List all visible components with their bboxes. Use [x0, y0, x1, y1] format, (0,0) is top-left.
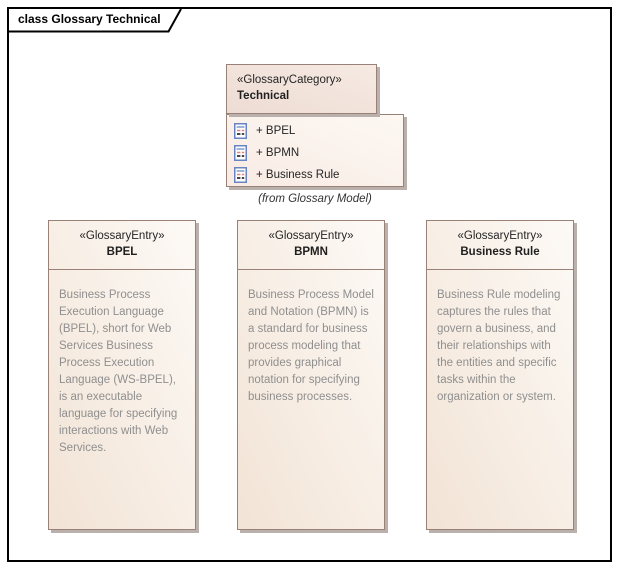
entry-header: «GlossaryEntry» BPEL	[49, 221, 195, 270]
glossary-category-header[interactable]: «GlossaryCategory» Technical	[226, 64, 377, 114]
entry-header: «GlossaryEntry» BPMN	[238, 221, 384, 270]
entry-header: «GlossaryEntry» Business Rule	[427, 221, 573, 270]
glossary-entry-bpel[interactable]: «GlossaryEntry» BPEL Business Process Ex…	[48, 220, 196, 530]
entry-stereotype: «GlossaryEntry»	[457, 230, 543, 242]
entry-stereotype: «GlossaryEntry»	[79, 230, 165, 242]
frame-tab-shape	[9, 8, 182, 33]
category-stereotype: «GlossaryCategory»	[237, 74, 342, 86]
frame-title: class Glossary Technical	[18, 12, 161, 26]
entry-name: BPMN	[294, 246, 328, 258]
attribute-icon	[234, 167, 247, 183]
frame-tab: class Glossary Technical	[9, 8, 182, 33]
entry-name: Business Rule	[460, 246, 540, 258]
attribute-icon	[234, 145, 247, 161]
entry-description: Business Process Execution Language (BPE…	[59, 289, 178, 454]
entry-description: Business Rule modeling captures the rule…	[437, 289, 561, 403]
glossary-category-attributes[interactable]: + BPEL + BPMN + Business Rule	[226, 114, 404, 187]
attribute-row-bpmn[interactable]: + BPMN	[227, 142, 403, 164]
category-name: Technical	[237, 90, 290, 102]
from-package-note: (from Glossary Model)	[258, 193, 372, 205]
attribute-label: + Business Rule	[256, 169, 340, 181]
glossary-entry-business-rule[interactable]: «GlossaryEntry» Business Rule Business R…	[426, 220, 574, 530]
glossary-entry-bpmn[interactable]: «GlossaryEntry» BPMN Business Process Mo…	[237, 220, 385, 530]
attribute-row-business-rule[interactable]: + Business Rule	[227, 164, 403, 186]
attribute-icon	[234, 123, 247, 139]
entry-name: BPEL	[106, 246, 138, 258]
attribute-label: + BPEL	[256, 125, 296, 137]
diagram-frame: class Glossary Technical «GlossaryCatego…	[7, 7, 612, 562]
entry-stereotype: «GlossaryEntry»	[268, 230, 354, 242]
attribute-label: + BPMN	[256, 147, 300, 159]
entry-description: Business Process Model and Notation (BPM…	[248, 289, 374, 403]
attribute-row-bpel[interactable]: + BPEL	[227, 120, 403, 142]
